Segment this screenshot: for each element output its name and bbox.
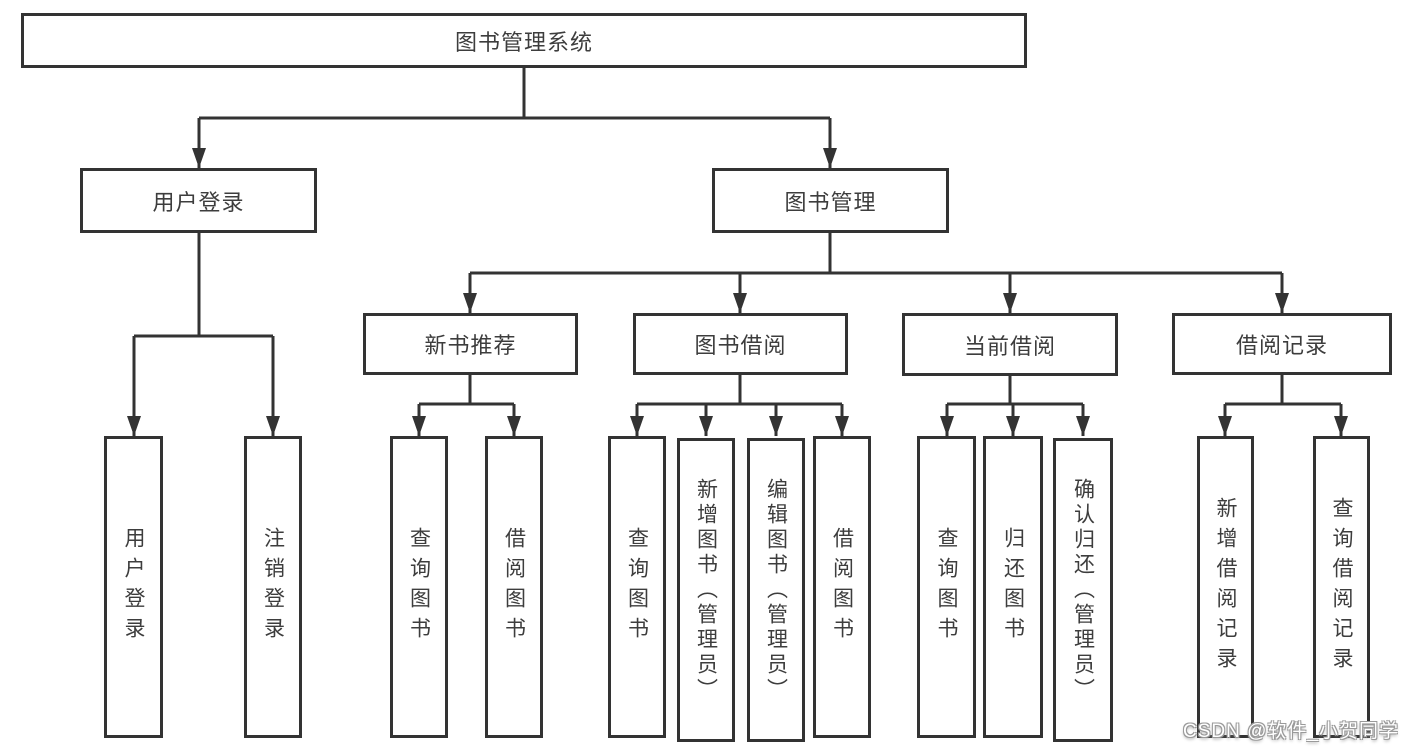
node-confirm-return-admin: 确认归还（管理员） bbox=[1053, 438, 1113, 742]
node-new-book-recommendation: 新书推荐 bbox=[363, 313, 578, 375]
node-library-system: 图书管理系统 bbox=[21, 13, 1027, 68]
node-user-login-leaf: 用户登录 bbox=[104, 436, 163, 738]
node-query-books-borrowing: 查询图书 bbox=[608, 436, 666, 738]
node-add-book-admin: 新增图书（管理员） bbox=[677, 438, 735, 742]
node-query-books-recommend: 查询图书 bbox=[390, 436, 448, 738]
node-book-management: 图书管理 bbox=[712, 168, 949, 233]
node-current-borrowing: 当前借阅 bbox=[902, 313, 1118, 376]
node-edit-book-admin: 编辑图书（管理员） bbox=[747, 438, 805, 742]
watermark: CSDN @软件_小贺同学 bbox=[1183, 721, 1399, 742]
node-query-books-current: 查询图书 bbox=[917, 436, 976, 738]
node-borrow-books-leaf: 借阅图书 bbox=[813, 436, 871, 738]
node-return-book: 归还图书 bbox=[983, 436, 1043, 738]
node-add-borrow-record: 新增借阅记录 bbox=[1197, 436, 1254, 738]
node-borrowing-records: 借阅记录 bbox=[1172, 313, 1392, 375]
node-book-borrowing: 图书借阅 bbox=[633, 313, 848, 375]
node-user-login: 用户登录 bbox=[80, 168, 317, 233]
node-query-borrow-record: 查询借阅记录 bbox=[1313, 436, 1370, 738]
node-borrow-books-recommend: 借阅图书 bbox=[485, 436, 543, 738]
node-logout: 注销登录 bbox=[244, 436, 302, 738]
